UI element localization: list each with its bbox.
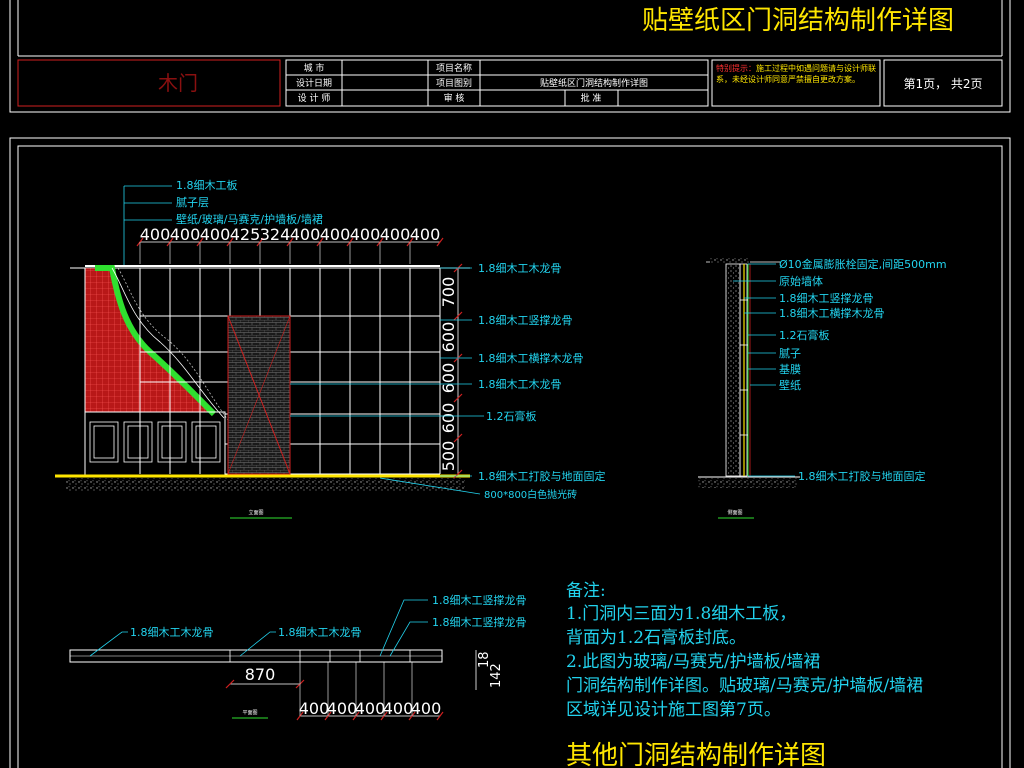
- plan-view: 1.8细木工木龙骨 1.8细木工木龙骨 1.8细木工竖撑龙骨 1.8细木工竖撑龙…: [69, 593, 527, 721]
- leader-top-1: 1.8细木工板: [176, 178, 238, 192]
- elev-label-7: 800*800白色抛光砖: [484, 488, 577, 501]
- plan-dim-4: 400: [383, 699, 414, 718]
- label-city: 城 市: [304, 62, 325, 74]
- plan-label-2: 1.8细木工木龙骨: [278, 626, 362, 639]
- elevation-caption: 立面图: [248, 509, 263, 516]
- plan-dim-tick: [436, 711, 444, 721]
- elev-label-3: 1.8细木工横撑木龙骨: [478, 351, 584, 365]
- plan-label-1: 1.8细木工木龙骨: [130, 626, 214, 639]
- notes-line-1: 1.门洞内三面为1.8细木工板，: [566, 604, 796, 624]
- plan-dim-1: 400: [299, 699, 330, 718]
- top-dim-6: 400: [290, 225, 321, 244]
- section-label-6: 腻子: [779, 347, 801, 360]
- section-label-8: 壁纸: [779, 378, 801, 392]
- top-dim-1: 400: [140, 225, 171, 244]
- logo-text: 木门: [158, 71, 198, 95]
- top-dim-3: 400: [200, 225, 231, 244]
- special-note-label: 特别提示：: [716, 64, 756, 73]
- elev-label-5: 1.2石膏板: [486, 409, 537, 423]
- label-review: 审 核: [444, 92, 465, 104]
- plan-dim-5: 400: [411, 699, 442, 718]
- top-dim-7: 400: [320, 225, 351, 244]
- plan-dim-2: 400: [327, 699, 358, 718]
- right-dim-tick: [453, 393, 463, 403]
- plan-dim-3: 400: [355, 699, 386, 718]
- section-label-1: Ø10金属膨胀栓固定,间距500mm: [779, 257, 947, 271]
- section-label-5: 1.2石膏板: [779, 328, 830, 342]
- elev-label-6: 1.8细木工打胶与地面固定: [478, 469, 606, 483]
- right-dim-tick: [453, 433, 463, 443]
- top-dim-8: 400: [350, 225, 381, 244]
- section-label-7: 基膜: [779, 363, 801, 376]
- top-dim-2: 400: [170, 225, 201, 244]
- elev-label-2: 1.8细木工竖撑龙骨: [478, 313, 573, 327]
- special-note: 特别提示：施工过程中如遇问题请与设计师联系，未经设计师同意严禁擅自更改方案。: [716, 63, 878, 85]
- title-block: 贴壁纸区门洞结构制作详图 木门 城 市 设计日期 设 计 师 项目名称 项目图别…: [9, 0, 1011, 113]
- special-note-text: 施工过程中如遇问题请与设计师联系，未经设计师同意严禁擅自更改方案。: [716, 64, 876, 84]
- plan-label-4: 1.8细木工竖撑龙骨: [432, 615, 527, 629]
- page-info: 第1页， 共2页: [903, 77, 982, 91]
- plan-dim-right-1: 18: [477, 651, 492, 668]
- plan-caption: 平面图: [242, 710, 257, 716]
- label-approve: 批 准: [581, 92, 602, 104]
- notes-line-5: 区域详见设计施工图第7页。: [566, 700, 781, 720]
- leader-top-3: 壁纸/玻璃/马赛克/护墙板/墙裙: [176, 212, 323, 226]
- label-design-date: 设计日期: [296, 77, 332, 89]
- elev-label-4: 1.8细木工木龙骨: [478, 378, 562, 391]
- right-dim-2: 600: [439, 322, 458, 353]
- notes-line-4: 门洞结构制作详图。贴玻璃/马赛克/护墙板/墙裙: [566, 675, 923, 696]
- label-project-name: 项目名称: [436, 62, 472, 74]
- plan-label-3: 1.8细木工竖撑龙骨: [432, 593, 527, 607]
- label-project-drawing: 项目图别: [436, 78, 472, 89]
- section-view: Ø10金属膨胀栓固定,间距500mm 原始墙体 1.8细木工竖撑龙骨1.8细木工横撑…: [698, 257, 947, 519]
- right-dim-3: 600: [439, 363, 458, 394]
- notes-line-3: 2.此图为玻璃/马赛克/护墙板/墙裙: [566, 651, 820, 672]
- section-label-4: 1.8细木工横撑木龙骨: [779, 306, 885, 320]
- main-title: 贴壁纸区门洞结构制作详图: [642, 6, 954, 36]
- notes: 备注: 1.门洞内三面为1.8细木工板， 背面为1.2石膏板封底。 2.此图为玻…: [566, 581, 923, 720]
- right-dim-tick: [453, 311, 463, 321]
- section-caption: 侧面图: [727, 509, 742, 516]
- top-dim-tick: [436, 237, 444, 247]
- top-dim-4: 425: [230, 225, 261, 244]
- plan-dim-870: 870: [245, 665, 276, 684]
- top-dim-9: 400: [380, 225, 411, 244]
- label-designer: 设 计 师: [298, 92, 331, 104]
- notes-line-2: 背面为1.2石膏板封底。: [566, 627, 746, 648]
- drawing-name: 贴壁纸区门洞结构制作详图: [540, 77, 648, 89]
- right-dim-1: 700: [439, 277, 458, 308]
- top-dim-5: 324: [260, 225, 291, 244]
- notes-heading: 备注:: [566, 581, 606, 601]
- section-label-2: 原始墙体: [779, 274, 823, 288]
- section-label-9: 1.8细木工打胶与地面固定: [798, 469, 926, 483]
- right-dim-tick: [453, 469, 463, 479]
- leader-top-2: 腻子层: [176, 196, 209, 209]
- right-dim-5: 500: [439, 441, 458, 472]
- section-label-3: 1.8细木工竖撑龙骨: [779, 291, 874, 305]
- top-dim-10: 400: [410, 225, 441, 244]
- plan-dim-right-2: 142: [489, 663, 504, 688]
- right-dim-4: 600: [439, 403, 458, 434]
- drawing-frame: [9, 137, 1011, 768]
- bottom-title: 其他门洞结构制作详图: [566, 741, 826, 768]
- elev-label-1: 1.8细木工木龙骨: [478, 262, 562, 275]
